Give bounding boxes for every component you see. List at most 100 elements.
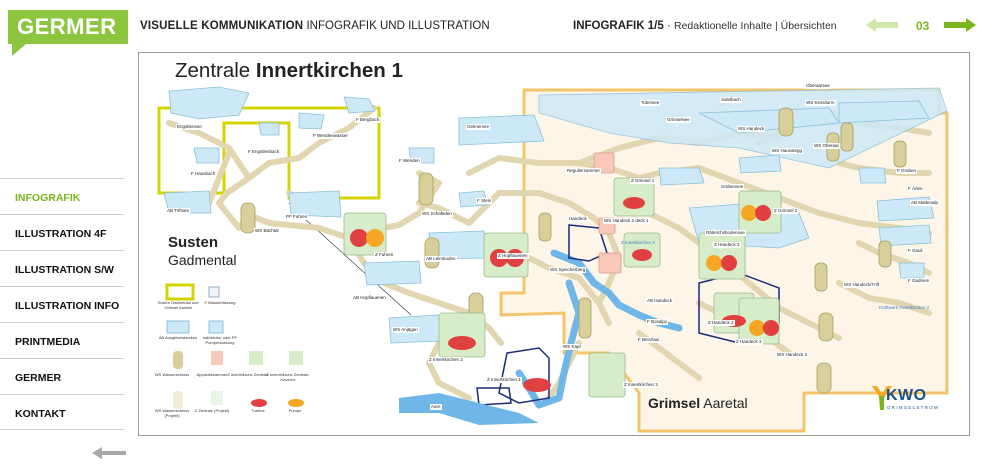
legend-turbine: Turbine <box>251 408 265 413</box>
region-aaretal: Aaretal <box>703 395 748 411</box>
label-ws-handeck3: WS Handeck 3 <box>776 352 809 358</box>
label-z-grimsel1: Z Grimsel 1 <box>630 178 656 184</box>
label-z-hopflauenen: Z Hopflauenen <box>497 253 529 259</box>
hydropower-diagram <box>157 86 949 433</box>
sidebar-item-illustration-sw[interactable]: ILLUSTRATION S/W <box>0 250 124 286</box>
region-susten: Susten <box>168 234 219 251</box>
brand-name: GERMER <box>17 14 117 39</box>
label-ws-hausstegg: WS Hausstegg <box>771 148 804 154</box>
label-totensee: Totensee <box>640 100 661 106</box>
kwo-logo-text: KWO <box>886 387 927 404</box>
sidebar-item-kontakt[interactable]: KONTAKT <box>0 394 124 430</box>
brand-logo[interactable]: GERMER <box>8 10 128 44</box>
label-reguliersammer: Reguliersammer <box>566 168 602 174</box>
label-ab-hopflauenen: AB Hopflauenen <box>352 295 387 301</box>
sidebar-nav: INFOGRAFIK ILLUSTRATION 4F ILLUSTRATION … <box>0 178 124 430</box>
label-z-innertkirchen3: Z Innertkirchen 3 <box>623 382 659 388</box>
label-p-benzlaui: F Benzlaui <box>637 337 661 343</box>
label-p-aerlen: F Ärlen <box>907 186 924 192</box>
label-pf-fuhren: PF Fuhren <box>285 214 309 220</box>
infographic-title: Zentrale Innertkirchen 1 <box>171 59 407 83</box>
label-aare: Aare <box>430 404 442 410</box>
label-ws-bachtal: WS Bächtal <box>254 228 280 234</box>
label-grimselsee: Grimselsee <box>666 117 691 123</box>
label-handeck: Handeck <box>568 216 588 222</box>
page-number: 03 <box>916 19 930 33</box>
kwo-logo-subtext: GRIMSELSTROM <box>887 405 940 410</box>
site-title: VISUELLE KOMMUNIKATION INFOGRAFIK UND IL… <box>140 20 490 32</box>
legend-z-project: Z Zentrale (Projekt) <box>194 408 230 413</box>
legend-wasserfassung: F Wasserfassung <box>204 300 236 305</box>
legend-apparatekammer: Apparatekammer <box>196 372 228 377</box>
legend-z-oberirdisch: Z oberirdische Zentrale <box>227 372 269 377</box>
infographic-frame <box>138 52 970 436</box>
label-ab-mattenalp: AB Mattenalp <box>910 200 940 206</box>
sidebar-item-illustration-4f[interactable]: ILLUSTRATION 4F <box>0 214 124 250</box>
label-ws-schaftelen: WS Schaftelen <box>421 211 453 217</box>
legend-ausgleichsbecken: AB Ausgleichsbecken <box>158 335 198 340</box>
legend-natuerlicher-see: natürlicher oder PF Pumpenfassung <box>202 335 237 345</box>
label-z-innertkirchen3-top: Z Innertkirchen 3 <box>621 240 655 245</box>
arrow-left-icon[interactable] <box>866 18 898 32</box>
site-title-rest: INFOGRAFIK UND ILLUSTRATION <box>306 20 490 32</box>
label-ws-handeck-trift: WS Handeck/Trift <box>843 282 881 288</box>
label-ab-trift: AB Triftsee <box>166 208 191 214</box>
label-z-handeck1: Z Handeck 1 <box>622 218 650 224</box>
sidebar-item-germer[interactable]: GERMER <box>0 358 124 394</box>
legend-ws-project: WS Wasserschloss (Projekt) <box>154 408 190 418</box>
label-ws-kapf: WS Kapf <box>562 344 582 350</box>
legend-wasserschloss: WS Wasserschloss <box>154 372 190 377</box>
label-kraftwerk-innertkirchen3: Kraftwerk Innertkirchen 3 <box>879 305 930 310</box>
infographic-title-light: Zentrale <box>175 59 251 82</box>
label-z-handeck3-blue: Z Handeck 3 <box>713 242 741 248</box>
section-title: INFOGRAFIK 1/5 · Redaktionelle Inhalte |… <box>573 20 837 32</box>
label-ab-handeck: AB Handeck <box>646 298 674 304</box>
label-z-innertkirchen2: Z Innertkirchen 2 <box>428 357 464 363</box>
label-oberaarsee: Oberaarsee <box>805 83 831 89</box>
label-p-grueben: F Grüben <box>896 168 918 174</box>
label-z-fuhren: Z Fuhren <box>374 252 395 258</box>
section-sep: · <box>666 20 671 32</box>
label-p-wendenwasser: F Wendenwasser <box>312 133 349 139</box>
section-subtitle: Redaktionelle Inhalte | Übersichten <box>673 20 837 32</box>
label-z-grimsel2: Z Grimsel 2 <box>773 208 799 214</box>
label-ws-oberaar: WS Oberaar <box>813 143 841 149</box>
label-sidelbach: Sidelbach <box>720 97 742 103</box>
label-raeterichsbodensee: Räterichsbodensee <box>705 230 746 236</box>
label-gruebensee: Grübensee <box>720 184 745 190</box>
label-p-stein: F Stein <box>476 198 493 204</box>
sidebar-item-infografik[interactable]: INFOGRAFIK <box>0 178 124 214</box>
label-p-engstlenbach: F Engstlenbach <box>247 149 281 155</box>
label-ws-anjaegen: WS Anjägen <box>392 327 419 333</box>
infographic-title-bold: Innertkirchen 1 <box>255 59 403 82</box>
site-title-bold: VISUELLE KOMMUNIKATION <box>140 20 304 32</box>
label-z-handeck3: Z Handeck 3 <box>735 339 763 345</box>
label-p-handeck: WS Handeck <box>737 126 766 132</box>
label-z-handeck2: Z Handeck 2 <box>707 320 735 326</box>
section-title-bold: INFOGRAFIK 1/5 <box>573 20 664 32</box>
kwo-logo-icon <box>872 386 892 410</box>
region-grimsel-bold: Grimsel <box>648 395 701 411</box>
arrow-right-icon[interactable] <box>944 18 976 32</box>
label-engstlensee: Engstlensee <box>176 124 203 130</box>
legend-susten-grimsel: Susten Gadmental und Grimsel Aaretal <box>157 300 199 310</box>
label-p-gauli: F Gauli <box>907 248 924 254</box>
brand-logo-tail <box>12 44 26 56</box>
sidebar-item-printmedia[interactable]: PRINTMEDIA <box>0 322 124 358</box>
label-ws-kessiturm: WS Kessiturm <box>805 100 836 106</box>
region-grimsel: Grimsel Aaretal <box>648 395 748 411</box>
legend-pumpe: Pumpe <box>288 408 302 413</box>
label-p-gadmen: F Gadmen <box>907 278 931 284</box>
legend-z-unterirdisch: Z unterirdische Zentrale, Kaverne <box>266 372 310 382</box>
sidebar-item-illustration-info[interactable]: ILLUSTRATION INFO <box>0 286 124 322</box>
label-p-hausbach: F Hausbach <box>190 171 217 177</box>
label-p-bosalpy: F Bosalpy <box>646 319 669 325</box>
label-ab-leimboden: AB Leimboden <box>425 256 457 262</box>
region-gadmental: Gadmental <box>168 252 237 268</box>
label-p-wenden: F Wenden <box>398 158 421 164</box>
label-z-innertkirchen1: Z Innertkirchen 1 <box>486 377 522 383</box>
label-ws-speicherberg: WS Speicherberg <box>549 267 587 273</box>
label-p-bergbach: F Bergbach <box>355 117 381 123</box>
label-gelmersee: Gelmersee <box>466 124 491 130</box>
back-arrow-icon[interactable] <box>92 447 126 459</box>
